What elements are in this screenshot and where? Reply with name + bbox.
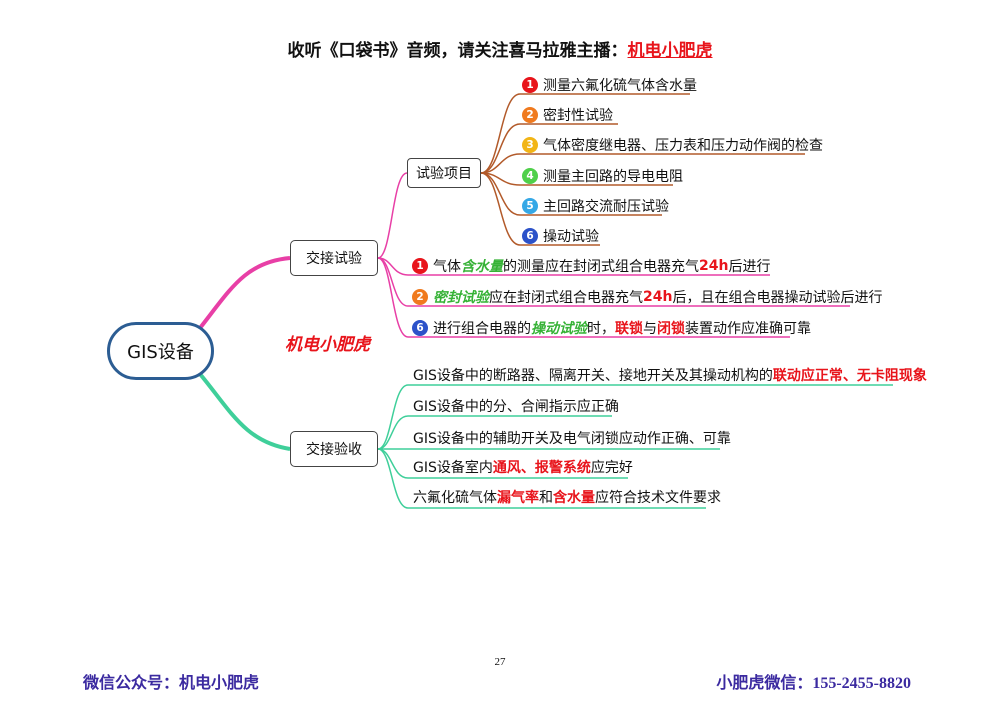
header-brand: 机电小肥虎: [627, 41, 713, 60]
note-text: 后进行: [728, 259, 771, 275]
page-number: 27: [494, 656, 506, 668]
test-item-text: 操动试验: [543, 229, 599, 245]
number-badge: 5: [522, 198, 538, 214]
acceptance-emphasis: 通风、报警系统: [492, 460, 591, 476]
connector-root-yanshou: [198, 372, 291, 451]
connector-accept-5: [377, 448, 706, 509]
test-item: 6 操动试验: [522, 226, 599, 246]
note-text: 应在封闭式组合电器充气: [489, 290, 643, 306]
footer-wechat-contact: 小肥虎微信：155-2455-8820: [716, 675, 911, 692]
note-item: 6 进行组合电器的操动试验时，联锁与闭锁装置动作应准确可靠: [412, 318, 811, 338]
acceptance-text: 应完好: [590, 460, 633, 476]
acceptance-emphasis: 漏气率: [497, 490, 539, 506]
number-badge: 3: [522, 137, 538, 153]
number-badge: 6: [522, 228, 538, 244]
note-emphasis: 联锁: [615, 321, 643, 337]
note-highlight: 操动试验: [531, 321, 587, 337]
test-item-text: 气体密度继电器、压力表和压力动作阀的检查: [543, 138, 823, 154]
note-text: 时，: [587, 321, 615, 337]
test-item: 3 气体密度继电器、压力表和压力动作阀的检查: [522, 135, 823, 155]
number-badge: 2: [522, 107, 538, 123]
branch-node-yanshou: 交接验收: [290, 431, 378, 467]
test-item: 5 主回路交流耐压试验: [522, 196, 669, 216]
test-item-text: 密封性试验: [543, 108, 613, 124]
acceptance-text: GIS设备中的辅助开关及电气闭锁应动作正确、可靠: [413, 431, 731, 447]
number-badge: 6: [412, 320, 428, 336]
note-text: 进行组合电器的: [433, 321, 531, 337]
branch-node-jiaojie: 交接试验: [290, 240, 378, 276]
test-item-text: 主回路交流耐压试验: [543, 199, 669, 215]
branch-label-yanshou: 交接验收: [306, 442, 362, 458]
note-text: 后，且在组合电器操动试验后进行: [672, 290, 883, 306]
test-item-text: 测量主回路的导电电阻: [543, 169, 683, 185]
header-text: 收听《口袋书》音频，请关注喜马拉雅主播：: [287, 41, 628, 60]
note-text: 的测量应在封闭式组合电器充气: [503, 259, 699, 275]
acceptance-emphasis: 含水量: [553, 490, 595, 506]
note-emphasis: 24h: [643, 289, 673, 305]
acceptance-item: GIS设备中的断路器、隔离开关、接地开关及其操动机构的联动应正常、无卡阻现象: [413, 365, 927, 385]
note-emphasis: 24h: [699, 258, 729, 274]
connector-jiaojie-items: [377, 172, 408, 259]
connector-item-3: [480, 153, 805, 174]
acceptance-text: 六氟化硫气体: [413, 490, 497, 506]
acceptance-item: 六氟化硫气体漏气率和含水量应符合技术文件要求: [413, 487, 721, 507]
acceptance-text: GIS设备中的分、合闸指示应正确: [413, 399, 619, 415]
branch-label-jiaojie: 交接试验: [306, 251, 362, 267]
test-item: 2 密封性试验: [522, 105, 613, 125]
acceptance-item: GIS设备室内通风、报警系统应完好: [413, 457, 633, 477]
test-item: 4 测量主回路的导电电阻: [522, 166, 683, 186]
acceptance-item: GIS设备中的辅助开关及电气闭锁应动作正确、可靠: [413, 428, 731, 448]
number-badge: 4: [522, 168, 538, 184]
connector-accept-1: [377, 384, 893, 450]
acceptance-text: GIS设备室内: [413, 460, 493, 476]
connector-item-1: [480, 93, 690, 174]
test-item-text: 测量六氟化硫气体含水量: [543, 78, 697, 94]
test-item: 1 测量六氟化硫气体含水量: [522, 75, 697, 95]
note-emphasis: 闭锁: [657, 321, 685, 337]
acceptance-text: 和: [539, 490, 553, 506]
connector-accept-2: [377, 415, 612, 450]
note-text: 气体: [433, 259, 461, 275]
branch-node-test-items: 试验项目: [407, 158, 481, 188]
number-badge: 2: [412, 289, 428, 305]
note-text: 与: [643, 321, 657, 337]
acceptance-text: 应符合技术文件要求: [595, 490, 721, 506]
number-badge: 1: [412, 258, 428, 274]
note-text: 装置动作应准确可靠: [685, 321, 811, 337]
root-node: GIS设备: [107, 322, 214, 380]
footer-wechat-account: 微信公众号：机电小肥虎: [83, 675, 260, 692]
root-label: GIS设备: [127, 342, 194, 363]
acceptance-item: GIS设备中的分、合闸指示应正确: [413, 396, 619, 416]
watermark: 机电小肥虎: [285, 335, 370, 355]
acceptance-text: GIS设备中的断路器、隔离开关、接地开关及其操动机构的: [413, 368, 773, 384]
note-highlight: 密封试验: [433, 290, 489, 306]
connector-root-jiaojie: [198, 256, 291, 330]
page-header: 收听《口袋书》音频，请关注喜马拉雅主播：机电小肥虎: [0, 36, 1000, 61]
connector-item-6: [480, 172, 600, 246]
note-highlight: 含水量: [461, 259, 503, 275]
connector-item-2: [480, 123, 618, 174]
branch-label-test-items: 试验项目: [416, 166, 472, 182]
acceptance-emphasis: 联动应正常、无卡阻现象: [772, 368, 927, 384]
connector-item-5: [480, 172, 662, 216]
connector-jiaojie-n3: [377, 257, 790, 338]
number-badge: 1: [522, 77, 538, 93]
